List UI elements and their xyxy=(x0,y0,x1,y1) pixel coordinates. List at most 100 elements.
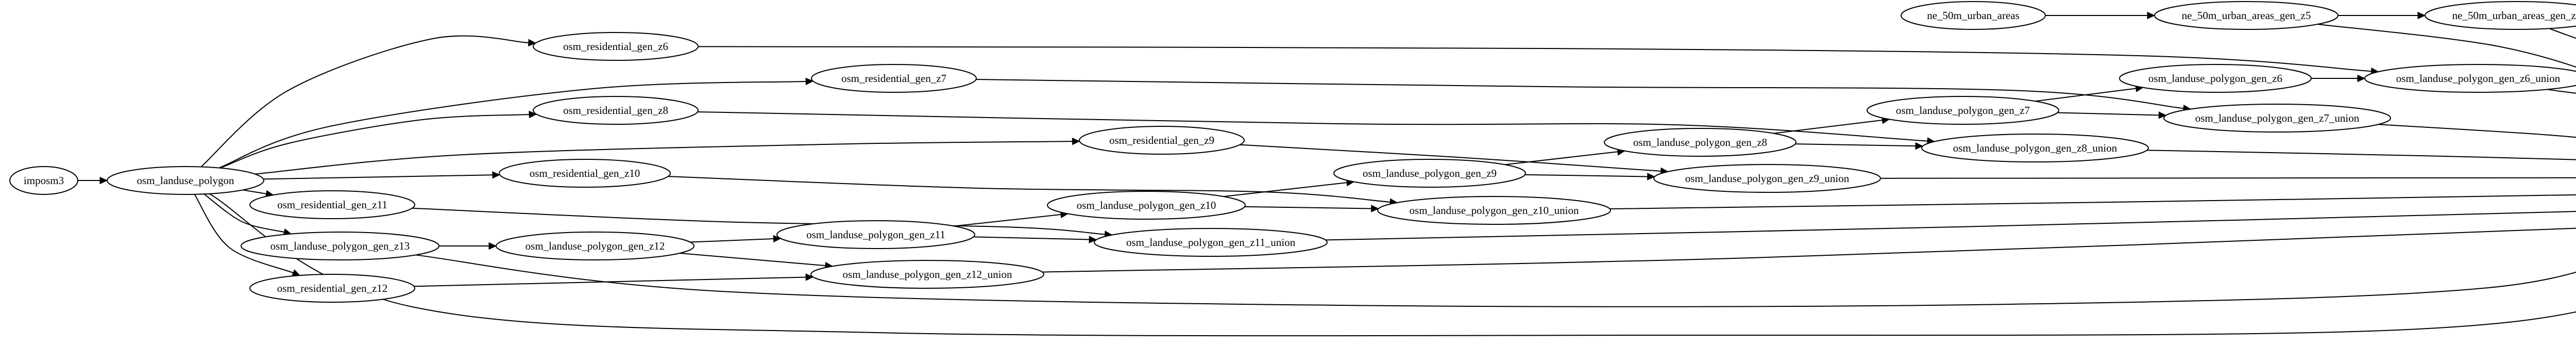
node-osm_landuse_polygon_gen_z10: osm_landuse_polygon_gen_z10 xyxy=(1047,191,1246,220)
node-ellipse-osm_landuse_polygon_gen_z6 xyxy=(2119,64,2312,93)
node-ellipse-osm_landuse_polygon_gen_z10 xyxy=(1047,191,1246,220)
node-osm_residential_gen_z10: osm_residential_gen_z10 xyxy=(499,159,671,188)
node-ellipse-osm_landuse_polygon_gen_z7 xyxy=(1867,96,2059,125)
edge-osm_landuse_polygon--osm_residential_gen_z9-arrowhead-icon xyxy=(1072,137,1080,145)
node-osm_landuse_polygon_gen_z8_union: osm_landuse_polygon_gen_z8_union xyxy=(1921,134,2149,162)
edge-osm_landuse_polygon--osm_residential_gen_z7-arrowhead-icon xyxy=(805,77,814,86)
node-label-osm_landuse_polygon_gen_z13: osm_landuse_polygon_gen_z13 xyxy=(270,240,410,252)
node-osm_residential_gen_z9: osm_residential_gen_z9 xyxy=(1079,126,1245,155)
node-osm_landuse_polygon_gen_z7_union: osm_landuse_polygon_gen_z7_union xyxy=(2163,104,2391,133)
edge-osm_landuse_polygon_gen_z11_union--layer_landuse-z11 xyxy=(1325,211,2576,241)
node-ellipse-osm_landuse_polygon_gen_z8_union xyxy=(1921,134,2149,162)
node-label-osm_landuse_polygon_gen_z7_union: osm_landuse_polygon_gen_z7_union xyxy=(2195,112,2360,124)
edge-osm_landuse_polygon--osm_residential_gen_z10-arrowhead-icon xyxy=(492,171,501,179)
node-label-osm_residential_gen_z8: osm_residential_gen_z8 xyxy=(563,104,668,117)
edge-osm_landuse_polygon_gen_z13--layer_landuse-z13 xyxy=(415,254,2576,307)
node-label-osm_landuse_polygon_gen_z6_union: osm_landuse_polygon_gen_z6_union xyxy=(2396,72,2561,85)
edge-osm_landuse_polygon_gen_z11--osm_landuse_polygon_gen_z11_union-arrowhead-icon xyxy=(1089,236,1097,243)
edge-ne_50m_urban_areas_gen_z4--layer_landuse-z4 xyxy=(2549,28,2576,39)
node-label-osm_landuse_polygon_gen_z9_union: osm_landuse_polygon_gen_z9_union xyxy=(1685,172,1850,185)
edge-osm_landuse_polygon_gen_z12--osm_landuse_polygon_gen_z11-arrowhead-icon xyxy=(773,235,782,243)
edge-osm_landuse_polygon_gen_z12--osm_landuse_polygon_gen_z12_union xyxy=(680,253,826,267)
edge-osm_residential_gen_z12--osm_landuse_polygon_gen_z12_union-arrowhead-icon xyxy=(805,273,814,281)
edge-osm_residential_gen_z11--osm_landuse_polygon_gen_z11_union xyxy=(412,207,1105,235)
edge-osm_landuse_polygon_gen_z10--osm_landuse_polygon_gen_z10_union xyxy=(1244,206,1371,209)
node-ellipse-osm_residential_gen_z11 xyxy=(249,190,415,219)
node-ellipse-ne_50m_urban_areas_gen_z4 xyxy=(2425,1,2576,30)
node-label-osm_landuse_polygon_gen_z12_union: osm_landuse_polygon_gen_z12_union xyxy=(843,268,1012,281)
node-osm_landuse_polygon: osm_landuse_polygon xyxy=(107,166,264,195)
edge-osm_landuse_polygon--layer_landuse-z14+ xyxy=(209,193,2576,337)
node-osm_landuse_polygon_gen_z13: osm_landuse_polygon_gen_z13 xyxy=(241,232,439,260)
edge-osm_landuse_polygon_gen_z7--osm_landuse_polygon_gen_z7_union xyxy=(2057,112,2159,116)
node-ellipse-ne_50m_urban_areas_gen_z5 xyxy=(2154,1,2338,30)
node-osm_landuse_polygon_gen_z6: osm_landuse_polygon_gen_z6 xyxy=(2119,64,2312,93)
edge-osm_residential_gen_z10--osm_landuse_polygon_gen_z10_union xyxy=(668,176,1391,203)
node-osm_residential_gen_z6: osm_residential_gen_z6 xyxy=(533,32,699,61)
edge-ne_50m_urban_areas--ne_50m_urban_areas_gen_z5-arrowhead-icon xyxy=(2147,11,2156,20)
node-ellipse-osm_landuse_polygon xyxy=(107,166,264,195)
edge-osm_landuse_polygon--osm_residential_gen_z9 xyxy=(255,141,1073,175)
node-ellipse-osm_residential_gen_z10 xyxy=(499,159,671,188)
edge-osm_residential_gen_z6--osm_landuse_polygon_gen_z6_union xyxy=(698,46,2371,72)
node-ellipse-osm_landuse_polygon_gen_z12_union xyxy=(810,260,1044,289)
node-osm_landuse_polygon_gen_z9_union: osm_landuse_polygon_gen_z9_union xyxy=(1653,164,1881,193)
edge-ne_50m_urban_areas_gen_z5--layer_landuse-z5 xyxy=(2317,23,2576,68)
edge-osm_landuse_polygon--osm_residential_gen_z8-arrowhead-icon xyxy=(529,110,537,119)
node-ne_50m_urban_areas_gen_z4: ne_50m_urban_areas_gen_z4 xyxy=(2425,1,2576,30)
edge-osm_landuse_polygon_gen_z9--osm_landuse_polygon_gen_z9_union-arrowhead-icon xyxy=(1647,173,1655,180)
edge-osm_landuse_polygon_gen_z10_union--layer_landuse-z10 xyxy=(1609,194,2576,210)
edge-osm_landuse_polygon_gen_z12_union--layer_landuse-z12 xyxy=(1042,227,2576,273)
edge-osm_landuse_polygon_gen_z7--osm_landuse_polygon_gen_z6 xyxy=(2035,88,2137,102)
edge-osm_landuse_polygon_gen_z8_union--layer_landuse-z8 xyxy=(2147,150,2576,160)
edge-osm_residential_gen_z12--osm_landuse_polygon_gen_z12_union xyxy=(414,276,806,287)
edge-osm_landuse_polygon_gen_z8--osm_landuse_polygon_gen_z8_union-arrowhead-icon xyxy=(1915,142,1924,150)
node-ellipse-osm_landuse_polygon_gen_z9_union xyxy=(1653,164,1881,193)
node-ellipse-osm_landuse_polygon_gen_z11 xyxy=(776,220,975,249)
node-osm_landuse_polygon_gen_z10_union: osm_landuse_polygon_gen_z10_union xyxy=(1377,196,1611,225)
node-label-osm_landuse_polygon_gen_z7: osm_landuse_polygon_gen_z7 xyxy=(1896,104,2030,117)
edge-osm_landuse_polygon_gen_z10--osm_landuse_polygon_gen_z9 xyxy=(1223,182,1347,198)
node-ellipse-ne_50m_urban_areas xyxy=(1901,1,2046,30)
node-osm_landuse_polygon_gen_z9: osm_landuse_polygon_gen_z9 xyxy=(1333,159,1526,188)
node-ellipse-osm_landuse_polygon_gen_z7_union xyxy=(2163,104,2391,133)
node-osm_landuse_polygon_gen_z11_union: osm_landuse_polygon_gen_z11_union xyxy=(1094,228,1328,257)
node-ellipse-osm_landuse_polygon_gen_z13 xyxy=(241,232,439,260)
node-ellipse-osm_landuse_polygon_gen_z12 xyxy=(496,232,694,260)
node-label-osm_landuse_polygon_gen_z12: osm_landuse_polygon_gen_z12 xyxy=(526,240,665,252)
node-ellipse-osm_residential_gen_z7 xyxy=(811,64,977,93)
node-label-osm_landuse_polygon_gen_z8: osm_landuse_polygon_gen_z8 xyxy=(1633,136,1767,149)
node-label-osm_landuse_polygon_gen_z11: osm_landuse_polygon_gen_z11 xyxy=(806,228,945,241)
node-ne_50m_urban_areas: ne_50m_urban_areas xyxy=(1901,1,2046,30)
edge-osm_landuse_polygon_gen_z7--osm_landuse_polygon_gen_z7_union-arrowhead-icon xyxy=(2158,111,2167,119)
edge-osm_residential_gen_z8--osm_landuse_polygon_gen_z8_union xyxy=(698,111,1928,142)
node-ellipse-osm_landuse_polygon_gen_z8 xyxy=(1604,128,1797,157)
node-label-osm_landuse_polygon_gen_z11_union: osm_landuse_polygon_gen_z11_union xyxy=(1126,236,1296,249)
edge-osm_landuse_polygon--osm_residential_gen_z11 xyxy=(243,189,266,194)
node-osm_landuse_polygon_gen_z11: osm_landuse_polygon_gen_z11 xyxy=(776,220,975,249)
edge-osm_landuse_polygon_gen_z10--osm_landuse_polygon_gen_z10_union-arrowhead-icon xyxy=(1371,205,1379,212)
node-ellipse-osm_landuse_polygon_gen_z6_union xyxy=(2364,64,2576,93)
node-ne_50m_urban_areas_gen_z5: ne_50m_urban_areas_gen_z5 xyxy=(2154,1,2338,30)
node-ellipse-osm_residential_gen_z12 xyxy=(249,274,415,303)
node-ellipse-osm_landuse_polygon_gen_z11_union xyxy=(1094,228,1328,257)
edge-osm_landuse_polygon_gen_z6--osm_landuse_polygon_gen_z6_union-arrowhead-icon xyxy=(2357,74,2366,83)
edge-osm_landuse_polygon--osm_residential_gen_z6-arrowhead-icon xyxy=(528,39,536,47)
node-osm_landuse_polygon_gen_z7: osm_landuse_polygon_gen_z7 xyxy=(1867,96,2059,125)
node-osm_residential_gen_z8: osm_residential_gen_z8 xyxy=(533,96,699,125)
edge-osm_landuse_polygon_gen_z7_union--layer_landuse-z7 xyxy=(2378,124,2576,138)
edge-osm_landuse_polygon_gen_z9--osm_landuse_polygon_gen_z8 xyxy=(1505,151,1618,166)
edge-osm_landuse_polygon--osm_residential_gen_z8 xyxy=(219,114,530,169)
node-label-ne_50m_urban_areas_gen_z5: ne_50m_urban_areas_gen_z5 xyxy=(2182,9,2311,22)
node-osm_landuse_polygon_gen_z12: osm_landuse_polygon_gen_z12 xyxy=(496,232,694,260)
node-label-imposm3: imposm3 xyxy=(24,174,64,187)
node-label-osm_residential_gen_z9: osm_residential_gen_z9 xyxy=(1109,134,1214,146)
edge-osm_residential_gen_z9--osm_landuse_polygon_gen_z9_union xyxy=(1240,144,1661,172)
edge-osm_landuse_polygon_gen_z11--osm_landuse_polygon_gen_z10 xyxy=(954,214,1061,227)
node-label-osm_landuse_polygon_gen_z10: osm_landuse_polygon_gen_z10 xyxy=(1077,199,1216,211)
node-osm_residential_gen_z12: osm_residential_gen_z12 xyxy=(249,274,415,303)
edge-osm_landuse_polygon--osm_residential_gen_z6 xyxy=(200,35,529,168)
node-label-osm_residential_gen_z6: osm_residential_gen_z6 xyxy=(563,40,668,53)
node-ellipse-osm_landuse_polygon_gen_z9 xyxy=(1333,159,1526,188)
